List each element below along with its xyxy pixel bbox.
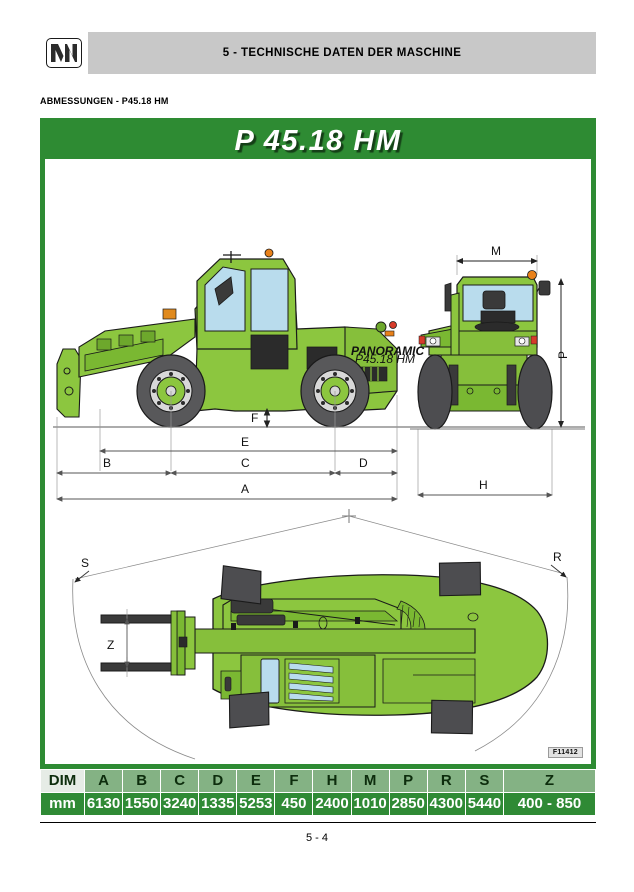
table-cell-A: 6130 [83,792,124,816]
table-cell-C: 3240 [160,792,200,816]
fork-upper [100,614,172,624]
table-header-P: P [388,769,428,793]
model-name: P 45.18 HM [234,124,402,157]
dimension-S: S [74,556,90,583]
table-cell-D: 1335 [198,792,238,816]
dimension-label-C: C [241,456,250,470]
table-header-R: R [426,769,466,793]
table-row: mm 6130 1550 3240 1335 5253 450 2400 101… [40,792,596,816]
table-header-M: M [350,769,390,793]
dimension-label-Z: Z [107,638,114,652]
dimension-M: M [456,244,538,264]
table-header-A: A [83,769,124,793]
table-header-Z: Z [503,769,596,793]
table-header-dim: DIM [40,769,85,793]
rear-view-machine [417,270,553,430]
table-cell-Z: 400 - 850 [503,792,596,816]
dimension-label-H: H [479,478,488,492]
dimension-label-R: R [553,550,562,564]
table-cell-F: 450 [274,792,314,816]
dimension-P: P [556,278,570,428]
dimension-R: R [550,550,567,578]
dimension-label-P: P [556,351,570,359]
page-header: 5 - TECHNISCHE DATEN DER MASCHINE [40,32,596,74]
table-header-F: F [274,769,314,793]
side-view-machine: PANORAMIC P45.18 HM [56,248,424,428]
dimension-row-BCD: B C D [56,456,398,476]
table-header-C: C [160,769,200,793]
technical-drawing-area: PANORAMIC P45.18 HM [45,159,591,764]
dimension-label-B: B [103,456,111,470]
dimension-label-E: E [241,435,249,449]
machine-dimension-drawing: PANORAMIC P45.18 HM [53,244,585,760]
dimension-H: H [417,478,553,498]
table-header-E: E [236,769,276,793]
table-cell-E: 5253 [236,792,276,816]
dimension-label-S: S [81,556,89,570]
svg-text:P45.18 HM: P45.18 HM [355,352,415,366]
dimension-A: A [56,482,398,502]
machine-branding: PANORAMIC [351,344,424,358]
table-cell-R: 4300 [426,792,466,816]
plan-view-machine: Z [100,561,549,735]
dimension-label-A: A [241,482,249,496]
dimension-table: DIM A B C D E F H M P R S Z mm 6130 1550… [40,769,596,816]
table-header-S: S [464,769,505,793]
drawing-reference-code: F11412 [547,747,583,758]
table-cell-H: 2400 [312,792,352,816]
table-header-B: B [122,769,162,793]
dimension-F: F [251,407,271,429]
model-banner: P 45.18 HM [45,123,591,159]
inner-turning-arc [474,576,569,752]
table-cell-unit: mm [40,792,85,816]
fork-lower [100,662,172,672]
outer-turning-arc [72,578,196,760]
table-header-H: H [312,769,352,793]
table-cell-P: 2850 [388,792,428,816]
dimension-label-F: F [251,411,258,425]
page-number: 5 - 4 [305,832,328,844]
dimension-diagram-panel: P 45.18 HM [40,118,596,769]
chapter-title: 5 - TECHNISCHE DATEN DER MASCHINE [222,47,462,59]
merlo-m-logo-icon [46,38,82,68]
table-header-row: DIM A B C D E F H M P R S Z [40,769,596,793]
dimension-Z: Z [107,609,130,677]
dimension-label-M: M [491,244,501,258]
table-cell-B: 1550 [122,792,162,816]
footer-divider [40,822,596,823]
dimension-label-D: D [359,456,368,470]
table-header-D: D [198,769,238,793]
chapter-title-bar: 5 - TECHNISCHE DATEN DER MASCHINE [88,32,596,74]
table-cell-M: 1010 [350,792,390,816]
table-cell-S: 5440 [464,792,505,816]
dimension-E: E [99,435,398,454]
section-subtitle: ABMESSUNGEN - P45.18 HM [40,96,169,106]
logo-container [40,32,88,74]
